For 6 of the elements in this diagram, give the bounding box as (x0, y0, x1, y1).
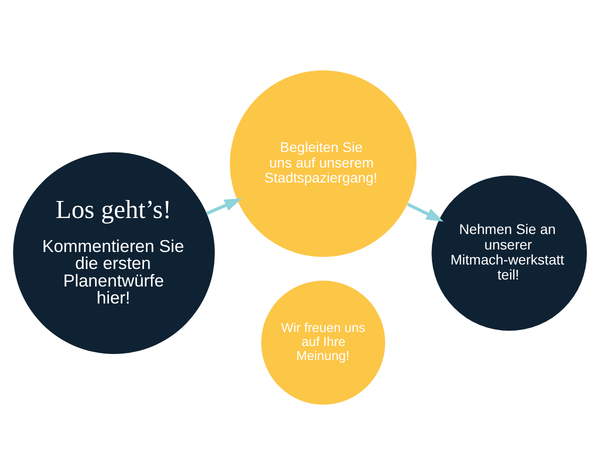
node-circle: Begleiten Sie uns auf unserem Stadtspaziergang! (230, 70, 416, 257)
node-circle: Los geht’s! Kommentieren Sie die ersten Planentwürfe hier! (13, 152, 215, 354)
arrow (206, 198, 242, 215)
arrow (406, 202, 444, 222)
node-circle: Nehmen Sie an unserer Mitmach-werkstatt teil! (432, 175, 587, 331)
node-circle: Wir freuen uns auf Ihre Meinung! (261, 280, 386, 405)
